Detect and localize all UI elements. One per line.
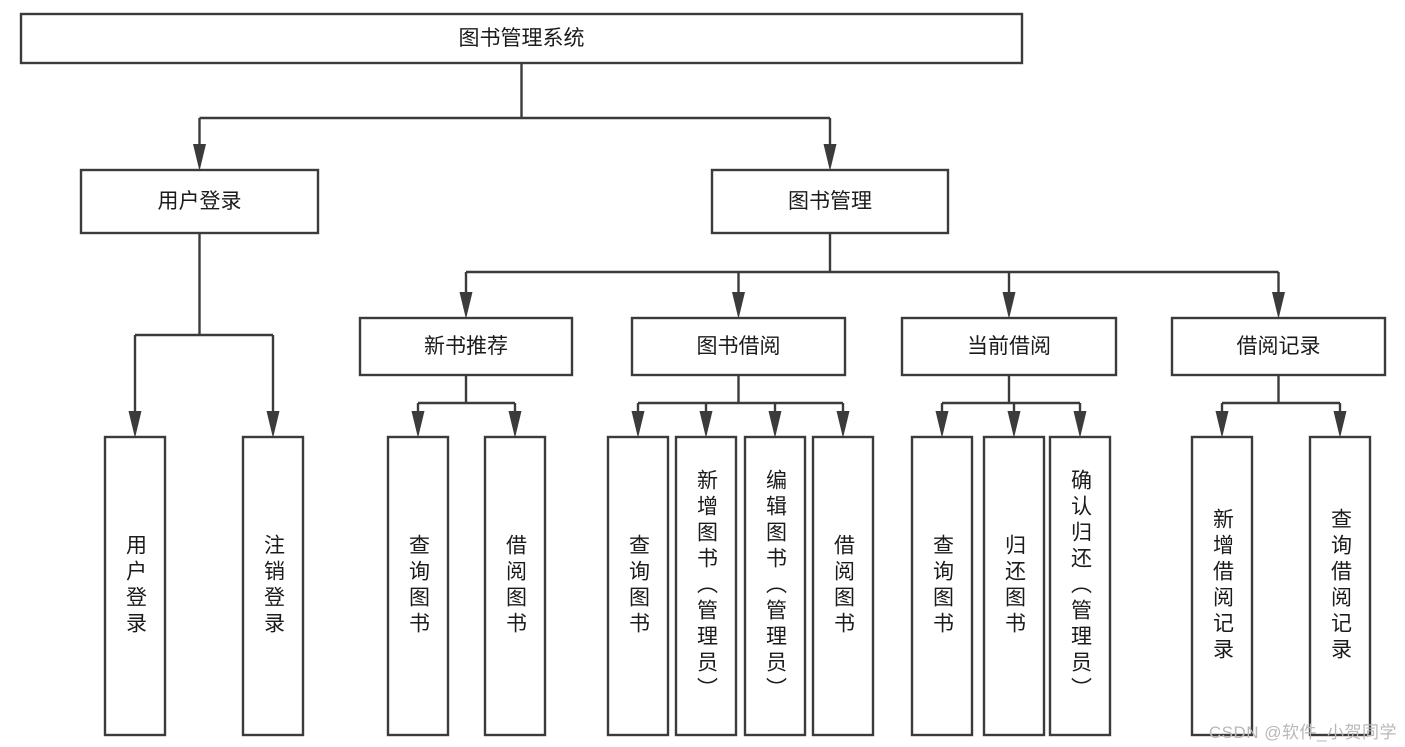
arrow-head-icon: [1333, 411, 1347, 438]
arrow-head-icon: [411, 411, 425, 438]
node-box-leaf-confirm-return[interactable]: [1048, 435, 1112, 737]
node-box-book-admin[interactable]: [710, 168, 950, 235]
arrow-head-icon: [699, 411, 713, 438]
arrow-head-icon: [1002, 292, 1016, 319]
arrow-head-icon: [508, 411, 522, 438]
arrow-head-icon: [1007, 411, 1021, 438]
node-box-new-book-rec[interactable]: [358, 316, 574, 377]
edge-group-new-book-rec: [411, 375, 522, 438]
node-box-leaf-add-book[interactable]: [674, 435, 738, 737]
node-box-leaf-user-login[interactable]: [103, 435, 167, 737]
arrow-head-icon: [768, 411, 782, 438]
arrow-head-icon: [935, 411, 949, 438]
arrow-head-icon: [193, 144, 206, 171]
edges-layer: [128, 63, 1347, 438]
node-box-leaf-borrow-book-2[interactable]: [811, 435, 875, 737]
edge-group-root: [193, 63, 837, 171]
node-box-book-borrow[interactable]: [630, 316, 847, 377]
node-label-new-book-rec: 新书推荐: [424, 335, 508, 358]
edge-group-book-admin: [459, 233, 1285, 319]
node-box-leaf-query-book-1[interactable]: [386, 435, 450, 737]
node-box-leaf-user-logout[interactable]: [241, 435, 305, 737]
csdn-watermark: CSDN @软件_小贺同学: [1208, 723, 1397, 742]
arrow-head-icon: [836, 411, 850, 438]
boxes-layer: [19, 12, 1387, 737]
arrow-head-icon: [1215, 411, 1229, 438]
node-label-user-login: 用户登录: [158, 190, 242, 213]
node-box-root[interactable]: [19, 12, 1024, 65]
node-label-book-admin: 图书管理: [788, 190, 872, 213]
node-box-leaf-query-book-2[interactable]: [606, 435, 670, 737]
node-label-borrow-record: 借阅记录: [1237, 335, 1321, 358]
arrow-head-icon: [266, 411, 280, 438]
node-label-current-borrow: 当前借阅: [967, 335, 1051, 358]
edge-group-borrow-record: [1215, 375, 1347, 438]
edge-group-user-login: [128, 233, 280, 438]
node-box-leaf-return-book[interactable]: [982, 435, 1046, 737]
arrow-head-icon: [823, 144, 837, 171]
node-box-borrow-record[interactable]: [1170, 316, 1387, 377]
node-box-leaf-add-record[interactable]: [1190, 435, 1254, 737]
node-box-leaf-borrow-book-1[interactable]: [483, 435, 547, 737]
node-box-current-borrow[interactable]: [900, 316, 1118, 377]
arrow-head-icon: [459, 292, 473, 319]
node-label-book-borrow: 图书借阅: [697, 335, 781, 358]
edge-group-current-borrow: [935, 375, 1087, 438]
arrow-head-icon: [128, 411, 142, 438]
node-box-leaf-query-record[interactable]: [1308, 435, 1372, 737]
node-box-user-login[interactable]: [79, 168, 320, 235]
arrow-head-icon: [1073, 411, 1087, 438]
edge-group-book-borrow: [631, 375, 850, 438]
node-label-root: 图书管理系统: [459, 27, 585, 50]
arrow-head-icon: [1272, 292, 1285, 319]
node-box-leaf-edit-book[interactable]: [743, 435, 807, 737]
node-box-leaf-query-book-3[interactable]: [910, 435, 974, 737]
arrow-head-icon: [732, 292, 745, 319]
arrow-head-icon: [631, 411, 645, 438]
